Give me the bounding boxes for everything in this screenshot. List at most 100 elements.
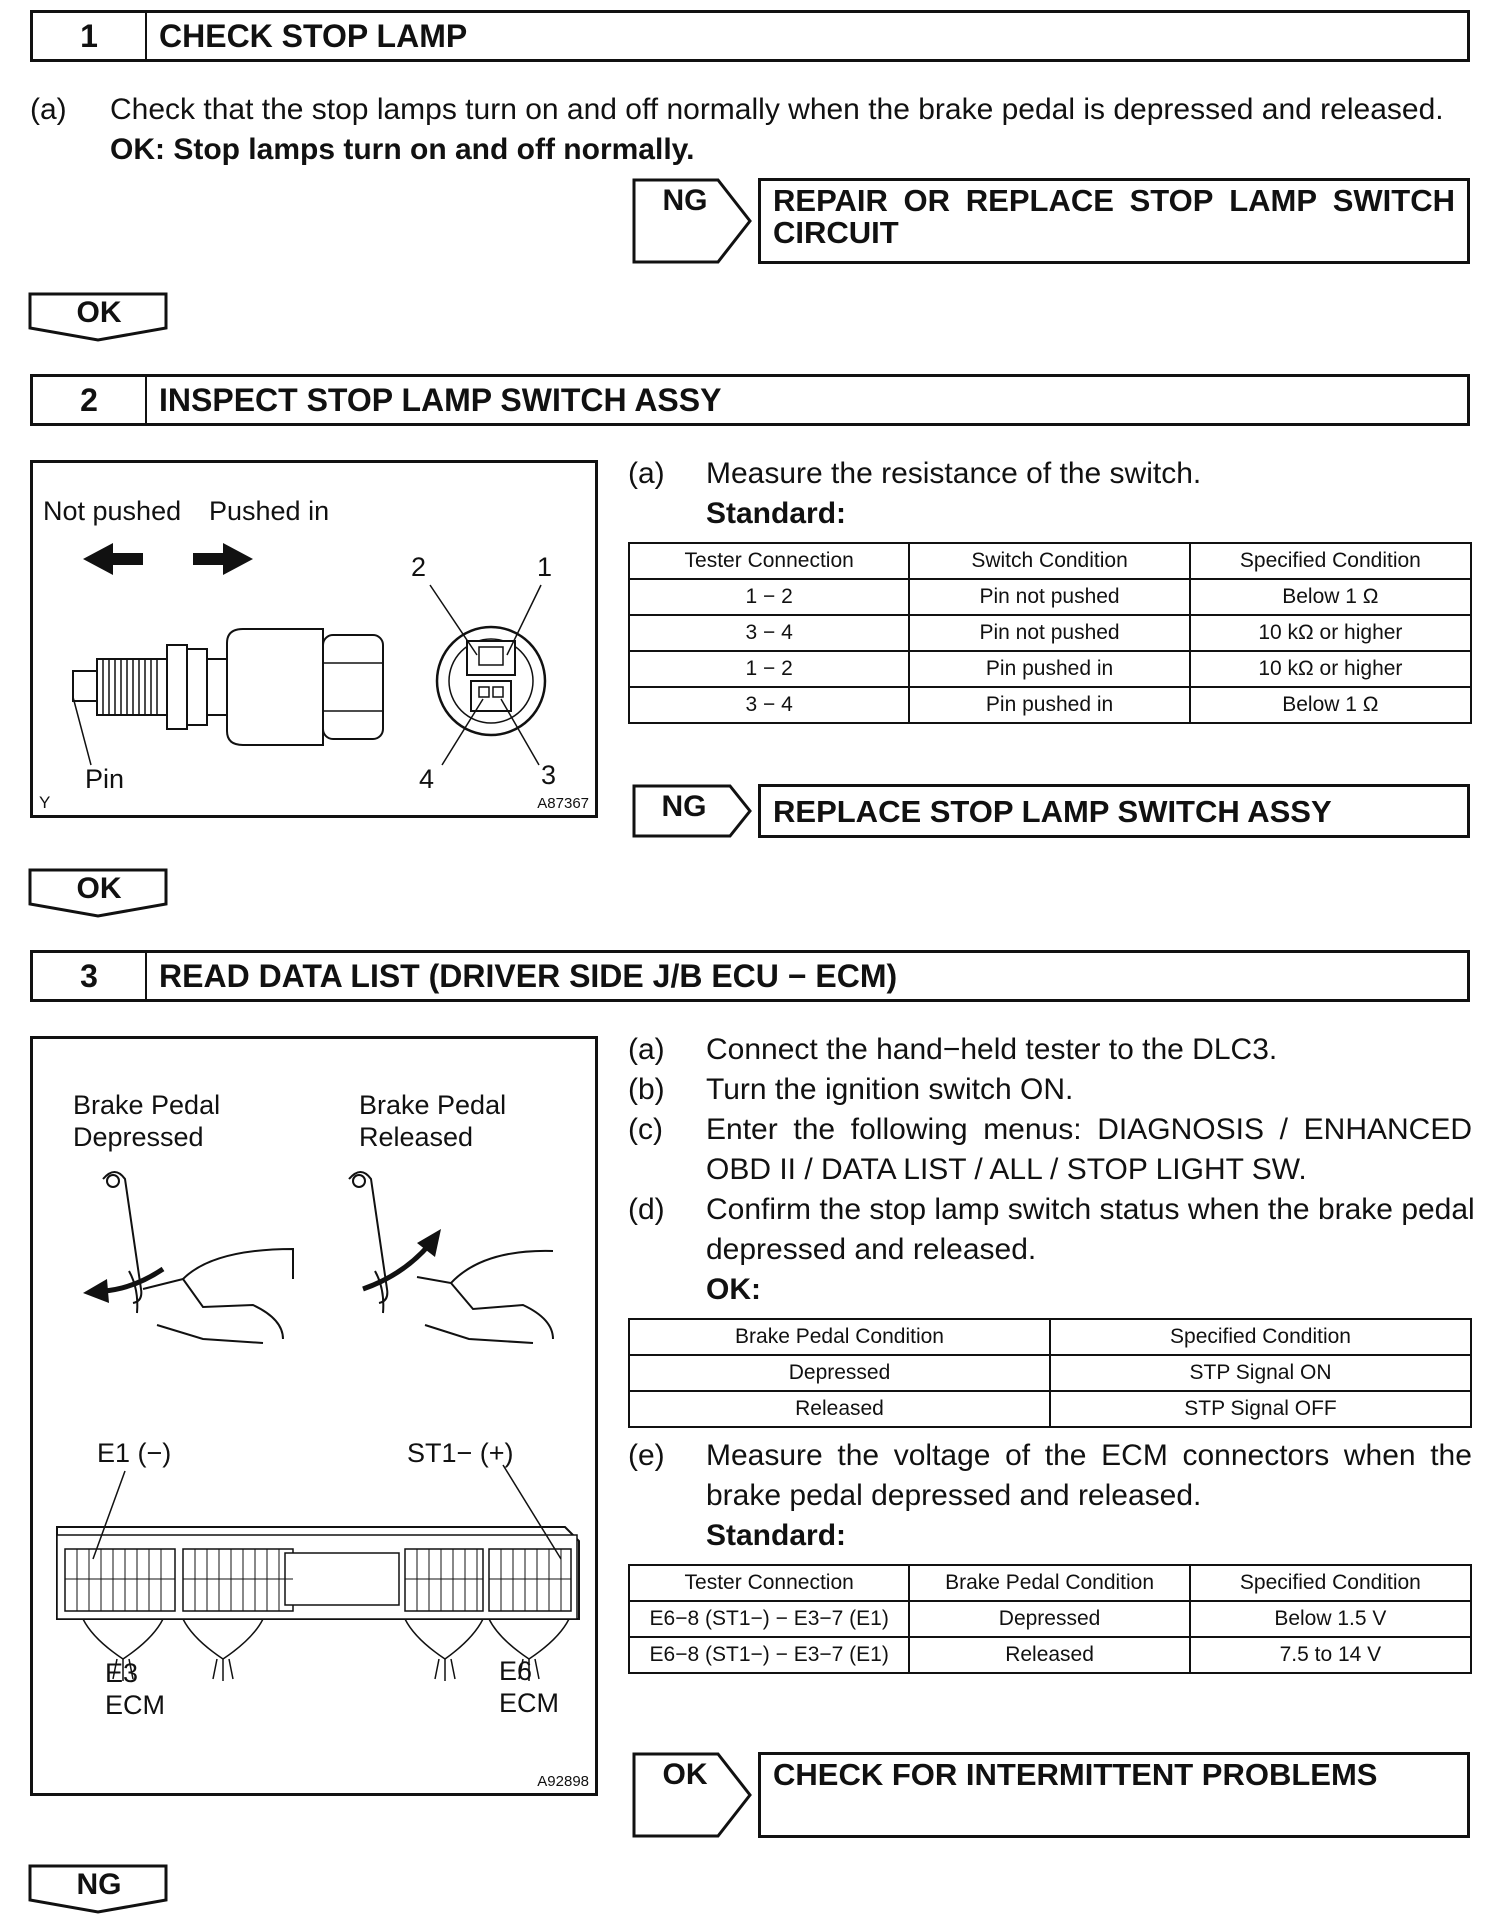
e6-label: E6 ECM (499, 1655, 559, 1719)
connector-unit: ECM (499, 1688, 559, 1718)
ok-flow-label: OK (76, 872, 122, 905)
arrow-depress-icon (83, 1279, 109, 1303)
step-1-header: 1 CHECK STOP LAMP (30, 10, 1470, 62)
word: SWITCH (1332, 183, 1455, 218)
table-cell: Depressed (908, 1600, 1191, 1638)
item-marker: (b) (628, 1073, 665, 1106)
resistance-table: Tester Connection Switch Condition Speci… (627, 542, 1473, 724)
ng-arrow-shape (632, 784, 752, 838)
ecm-figure: Brake Pedal Depressed Brake Pedal Releas… (30, 1036, 598, 1796)
word: connectors (1182, 1439, 1330, 1472)
step-title: INSPECT STOP LAMP SWITCH ASSY (159, 381, 722, 418)
table-row: Released STP Signal OFF (628, 1390, 1472, 1428)
table-cell: STP Signal OFF (1049, 1390, 1472, 1428)
word: Measure (706, 1439, 823, 1472)
ng-action-box: REPLACE STOP LAMP SWITCH ASSY (758, 784, 1470, 838)
figure-id: A92898 (537, 1773, 589, 1790)
label-not-pushed: Not pushed (43, 496, 182, 526)
ok-criteria: OK: Stop lamps turn on and off normally. (110, 133, 695, 166)
item-marker: (e) (628, 1439, 665, 1472)
step-3-header: 3 READ DATA LIST (DRIVER SIDE J/B ECU − … (30, 950, 1470, 1002)
switch-drawing (72, 543, 547, 766)
table-cell: 3 − 4 (627, 614, 911, 652)
table-cell: STP Signal ON (1049, 1354, 1472, 1392)
ng-label: NG (661, 790, 707, 823)
connector-unit: ECM (105, 1690, 165, 1720)
word: DIAGNOSIS (1097, 1113, 1264, 1146)
connector-name: E3 (105, 1658, 139, 1688)
ng-action: REPLACE STOP LAMP SWITCH ASSY (773, 794, 1332, 829)
table-cell: Below 1.5 V (1188, 1600, 1473, 1638)
table-header: Specified Condition (1188, 542, 1473, 580)
table-header: Brake Pedal Condition (628, 1318, 1051, 1356)
ok-flow-label: OK (76, 296, 122, 329)
corner-mark: Y (39, 793, 51, 812)
word: the (1430, 1439, 1472, 1472)
item-marker: (a) (628, 1033, 665, 1066)
left-caption: Brake Pedal Depressed (73, 1089, 220, 1153)
pedal-ecm-drawing (56, 1171, 580, 1681)
table-cell: Pin pushed in (908, 650, 1191, 688)
step-number: 3 (33, 953, 147, 999)
item-marker: (d) (628, 1193, 665, 1226)
step-number: 2 (33, 377, 147, 423)
item-text-line1: Measure the voltage of the ECM connector… (706, 1436, 1472, 1476)
table-cell: Released (908, 1636, 1191, 1674)
table-row: 3 − 4 Pin pushed in Below 1 Ω (627, 686, 1473, 724)
terminal-1-label: 1 (537, 552, 553, 582)
ng-flow-label: NG (76, 1868, 122, 1901)
arrow-right-icon (193, 543, 253, 575)
voltage-table: Tester Connection Brake Pedal Condition … (627, 1564, 1473, 1674)
item-text: Turn the ignition switch ON. (706, 1073, 1074, 1106)
table-header: Tester Connection (627, 1564, 911, 1602)
ok-action: CHECK FOR INTERMITTENT PROBLEMS (773, 1757, 1378, 1792)
connector-name: E6 (499, 1656, 533, 1686)
right-caption: Brake Pedal Released (359, 1089, 506, 1153)
word: of (1005, 1439, 1031, 1472)
label-pushed-in: Pushed in (209, 496, 330, 526)
item-text-line1: Confirm the stop lamp switch status when… (706, 1193, 1475, 1226)
table-cell: Pin not pushed (908, 614, 1191, 652)
table-cell: 10 kΩ or higher (1188, 614, 1473, 652)
ng-arrow-shape (632, 178, 752, 264)
table-cell: Below 1 Ω (1188, 686, 1473, 724)
item-marker: (c) (628, 1113, 663, 1146)
step-number: 1 (33, 13, 147, 59)
table-header: Specified Condition (1188, 1564, 1473, 1602)
word: / (1279, 1113, 1288, 1146)
e3-label: E3 ECM (105, 1657, 165, 1721)
table-header-row: Tester Connection Switch Condition Speci… (627, 542, 1473, 580)
switch-figure: Not pushed Pushed in (30, 460, 598, 818)
word: REPLACE (965, 183, 1114, 218)
item-text: Connect the hand−held tester to the DLC3… (706, 1033, 1278, 1066)
step-2-header: 2 INSPECT STOP LAMP SWITCH ASSY (30, 374, 1470, 426)
table-header-row: Brake Pedal Condition Specified Conditio… (628, 1318, 1472, 1356)
table-cell: 7.5 to 14 V (1188, 1636, 1473, 1674)
ok-result-label: OK (662, 1758, 708, 1791)
word: ENHANCED (1303, 1113, 1472, 1146)
word: the (837, 1439, 880, 1472)
standard-label: Standard: (706, 1519, 847, 1552)
table-cell: E6−8 (ST1−) − E3−7 (E1) (627, 1636, 911, 1674)
terminal-4-label: 4 (419, 764, 435, 794)
word: voltage (893, 1439, 991, 1472)
ok-label: OK: (706, 1273, 761, 1306)
table-cell: Below 1 Ω (1188, 578, 1473, 616)
table-header-row: Tester Connection Brake Pedal Condition … (627, 1564, 1473, 1602)
word: Enter (706, 1113, 778, 1146)
table-cell: Depressed (628, 1354, 1051, 1392)
ok-flow-tab-shape (28, 868, 168, 918)
ng-action-line1: REPAIR OR REPLACE STOP LAMP SWITCH (773, 185, 1455, 217)
table-header: Switch Condition (908, 542, 1191, 580)
table-cell: Pin not pushed (908, 578, 1191, 616)
word: the (1044, 1439, 1087, 1472)
ng-label: NG (662, 184, 708, 217)
item-text-line1: Enter the following menus: DIAGNOSIS / E… (706, 1110, 1472, 1150)
ng-action-line2: CIRCUIT (773, 215, 899, 250)
word: following (850, 1113, 968, 1146)
table-row: E6−8 (ST1−) − E3−7 (E1) Released 7.5 to … (627, 1636, 1473, 1674)
table-row: 1 − 2 Pin not pushed Below 1 Ω (627, 578, 1473, 616)
table-cell: 3 − 4 (627, 686, 911, 724)
item-text-line2: brake pedal depressed and released. (706, 1479, 1202, 1512)
table-row: 3 − 4 Pin not pushed 10 kΩ or higher (627, 614, 1473, 652)
